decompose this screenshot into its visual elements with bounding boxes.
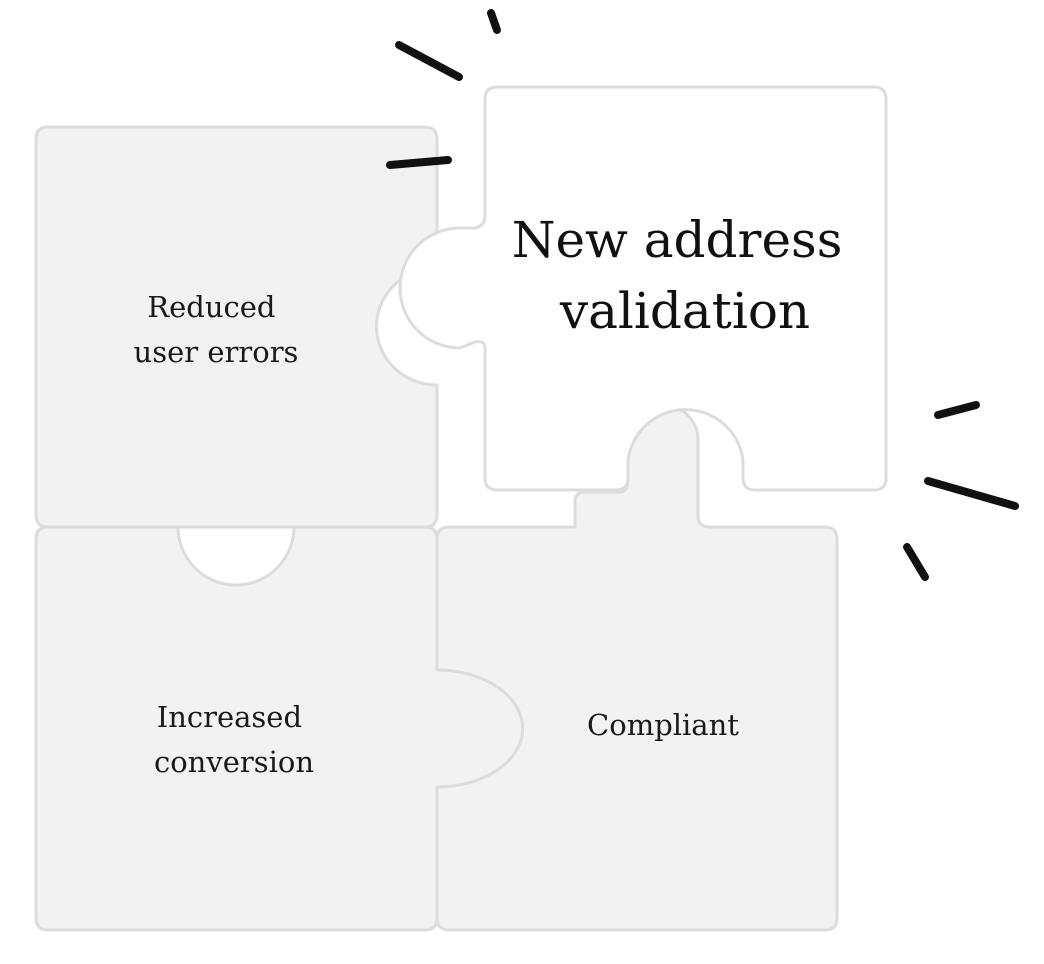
puzzle-piece-compliant	[435, 403, 839, 932]
puzzle-piece-new-address-validation	[398, 85, 888, 492]
burst-line-5	[924, 477, 1019, 510]
label-reduced-user-errors-line2: user errors	[134, 335, 299, 369]
label-new-address-validation-line1: New address	[512, 211, 843, 269]
label-increased-conversion: Increased conversion	[154, 700, 314, 779]
burst-line-2	[395, 41, 463, 81]
label-increased-conversion-line2: conversion	[154, 745, 314, 779]
burst-line-1	[487, 9, 501, 34]
label-reduced-user-errors: Reduced user errors	[134, 290, 299, 369]
burst-line-4	[934, 401, 980, 419]
burst-line-6	[903, 543, 929, 581]
puzzle-piece-reduced-user-errors	[34, 125, 439, 529]
label-compliant-line1: Compliant	[587, 708, 739, 742]
burst-line-3	[386, 156, 452, 169]
label-increased-conversion-line1: Increased	[157, 700, 302, 734]
burst-lines	[386, 9, 1019, 581]
label-new-address-validation-line2: validation	[559, 282, 810, 340]
label-compliant: Compliant	[587, 708, 739, 742]
label-new-address-validation: New address validation	[512, 211, 859, 340]
label-reduced-user-errors-line1: Reduced	[147, 290, 275, 324]
